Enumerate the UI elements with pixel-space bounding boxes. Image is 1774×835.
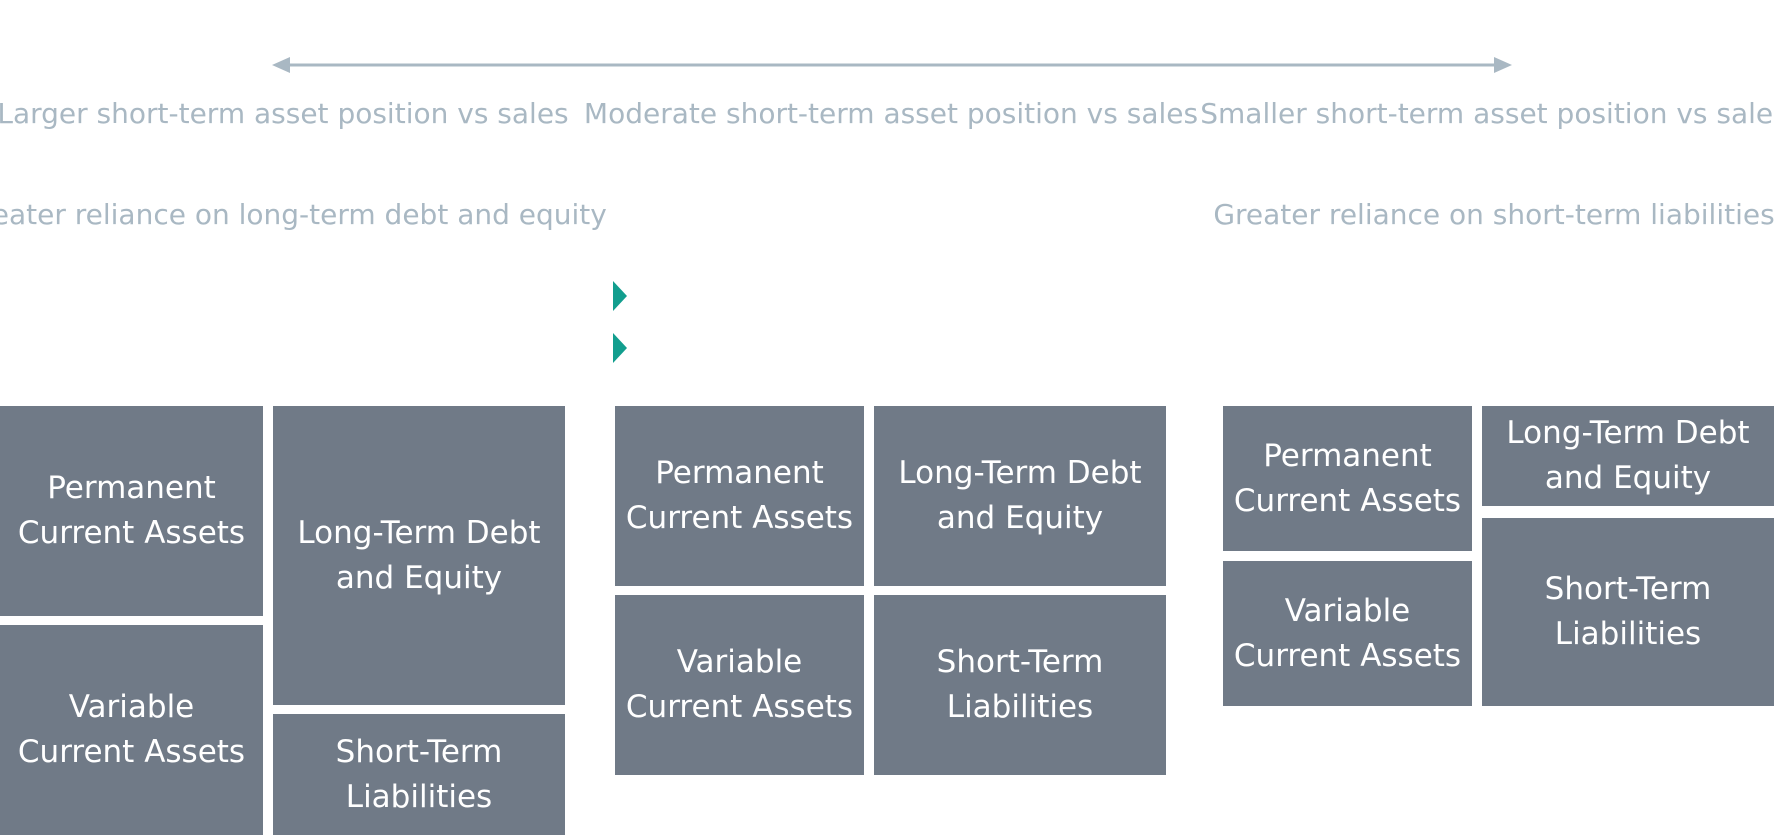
left-long-term-debt-equity-box: Long-Term Debt and Equity bbox=[273, 406, 565, 705]
middle-short-term-liabilities-box: Short-Term Liabilities bbox=[874, 595, 1166, 775]
right-position-text: Smaller short-term asset position vs sal… bbox=[1200, 97, 1774, 130]
left-reliance-text: Greater reliance on long-term debt and e… bbox=[0, 198, 607, 231]
right-reliance-text: Greater reliance on short-term liabiliti… bbox=[1213, 198, 1774, 231]
arrow-head-right-icon bbox=[1494, 57, 1512, 73]
left-position-text: Larger short-term asset position vs sale… bbox=[0, 97, 569, 130]
right-long-term-debt-equity-box: Long-Term Debt and Equity bbox=[1482, 406, 1774, 506]
arrow-head-left-icon bbox=[272, 57, 290, 73]
middle-variable-current-assets-box: Variable Current Assets bbox=[615, 595, 864, 775]
left-variable-current-assets-box: Variable Current Assets bbox=[0, 625, 263, 835]
middle-position-text: Moderate short-term asset position vs sa… bbox=[583, 97, 1199, 130]
left-permanent-current-assets-box: Permanent Current Assets bbox=[0, 406, 263, 616]
middle-long-term-debt-equity-box: Long-Term Debt and Equity bbox=[874, 406, 1166, 586]
right-permanent-current-assets-box: Permanent Current Assets bbox=[1223, 406, 1472, 551]
spectrum-arrow bbox=[272, 57, 1512, 73]
teal-triangle-icon bbox=[613, 281, 627, 311]
teal-triangle-icon bbox=[613, 333, 627, 363]
left-short-term-liabilities-box: Short-Term Liabilities bbox=[273, 714, 565, 835]
middle-permanent-current-assets-box: Permanent Current Assets bbox=[615, 406, 864, 586]
right-variable-current-assets-box: Variable Current Assets bbox=[1223, 561, 1472, 706]
right-short-term-liabilities-box: Short-Term Liabilities bbox=[1482, 518, 1774, 706]
